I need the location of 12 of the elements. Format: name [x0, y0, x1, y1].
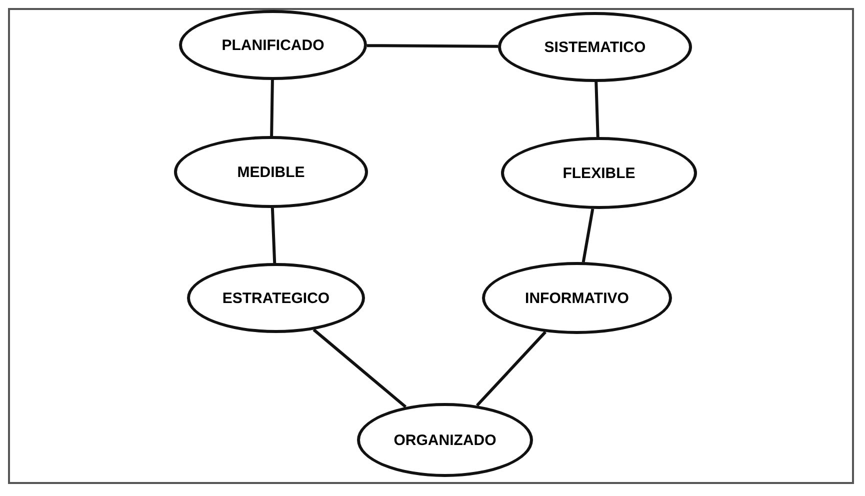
connector-line — [270, 208, 276, 264]
connector-line — [270, 80, 274, 136]
node-label: SISTEMATICO — [544, 38, 646, 56]
node-label: PLANIFICADO — [222, 36, 324, 54]
node-label: INFORMATIVO — [525, 290, 629, 306]
node-label: ESTRATEGICO — [222, 290, 330, 306]
node-label: ORGANIZADO — [394, 432, 496, 448]
node-label: FLEXIBLE — [562, 164, 636, 182]
connector-line — [366, 44, 498, 48]
connector-line — [594, 82, 600, 138]
connector-line — [582, 208, 594, 262]
node-label: MEDIBLE — [237, 164, 305, 180]
